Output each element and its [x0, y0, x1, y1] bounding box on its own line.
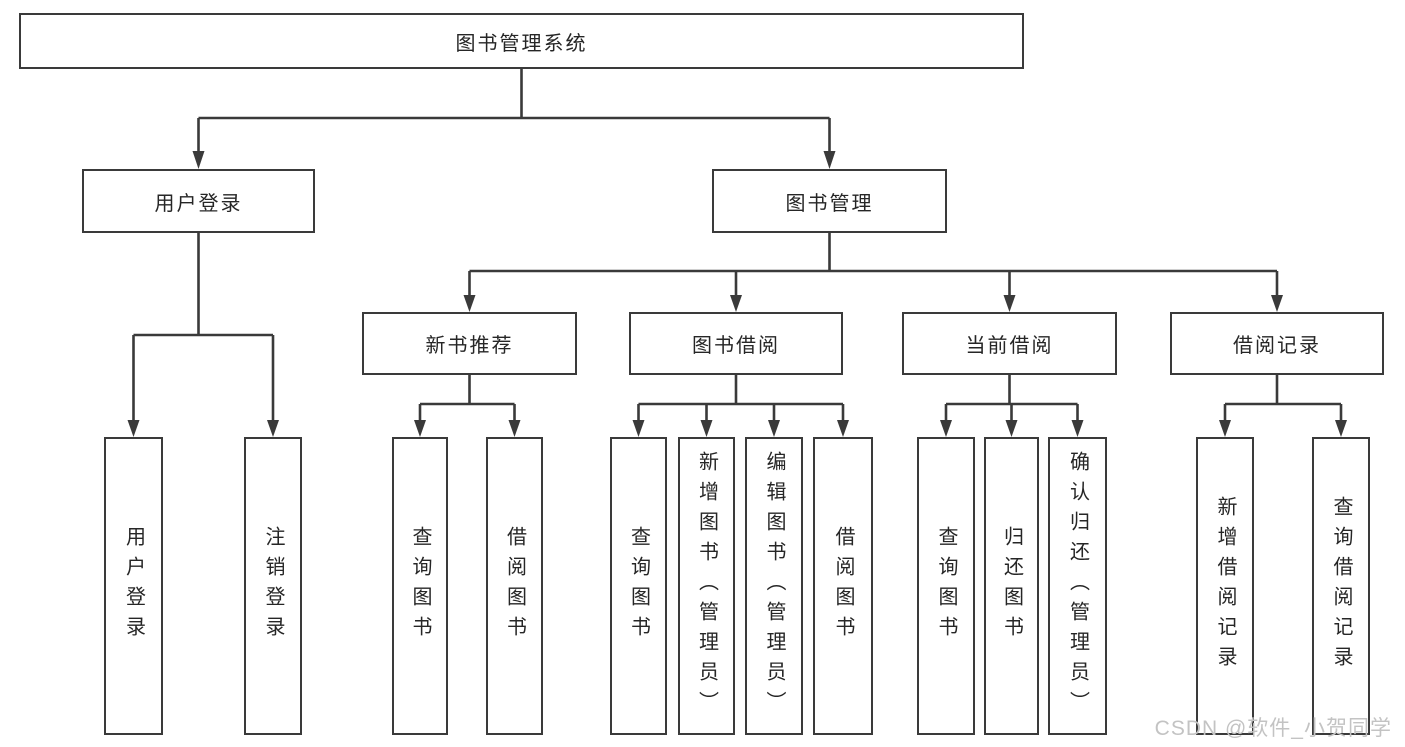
leaf-borrow-query: 查询图书 [610, 437, 667, 735]
connector-newbooks-to-leaves [418, 375, 516, 421]
leaf-newbooks-borrow: 借阅图书 [486, 437, 543, 735]
node-current-borrow: 当前借阅 [902, 312, 1117, 375]
connector-root-to-level2 [197, 69, 831, 152]
node-new-books: 新书推荐 [362, 312, 577, 375]
arrowheads [127, 151, 1347, 437]
leaf-current-confirm-return: 确认归还（管理员） [1048, 437, 1107, 735]
node-book-borrow-label: 图书借阅 [692, 335, 780, 357]
leaf-current-return: 归还图书 [984, 437, 1039, 735]
connector-records-to-leaves [1223, 375, 1343, 421]
leaf-current-query: 查询图书 [917, 437, 975, 735]
leaf-borrow-query-label: 查询图书 [627, 526, 650, 646]
leaf-current-query-label: 查询图书 [935, 526, 957, 646]
node-user-login-label: 用户登录 [154, 192, 243, 215]
leaf-newbooks-query-label: 查询图书 [409, 526, 431, 646]
node-book-mgmt-label: 图书管理 [785, 192, 874, 215]
leaf-borrow-edit-book: 编辑图书（管理员） [745, 437, 803, 735]
connector-currentborrow-to-leaves [944, 375, 1079, 421]
leaf-borrow-add-book: 新增图书（管理员） [678, 437, 735, 735]
leaf-logout-label: 注销登录 [262, 526, 284, 646]
node-borrow-records: 借阅记录 [1170, 312, 1384, 375]
node-root-label: 图书管理系统 [455, 32, 588, 55]
leaf-newbooks-query: 查询图书 [392, 437, 448, 735]
node-new-books-label: 新书推荐 [425, 335, 514, 357]
leaf-records-query-label: 查询借阅记录 [1330, 496, 1352, 676]
leaf-logout: 注销登录 [244, 437, 302, 735]
leaf-current-confirm-return-label: 确认归还（管理员） [1066, 451, 1089, 721]
node-borrow-records-label: 借阅记录 [1233, 335, 1321, 357]
node-root: 图书管理系统 [19, 13, 1024, 69]
node-book-borrow: 图书借阅 [629, 312, 843, 375]
node-book-mgmt: 图书管理 [712, 169, 947, 233]
leaf-newbooks-borrow-label: 借阅图书 [503, 526, 526, 646]
leaf-borrow-edit-book-label: 编辑图书（管理员） [763, 451, 785, 721]
leaf-borrow-borrow-book-label: 借阅图书 [832, 526, 854, 646]
connector-userlogin-to-leaves [132, 233, 275, 421]
leaf-records-add: 新增借阅记录 [1196, 437, 1254, 735]
csdn-watermark: CSDN @软件_小贺同学 [1154, 717, 1392, 740]
leaf-user-login: 用户登录 [104, 437, 163, 735]
leaf-borrow-borrow-book: 借阅图书 [813, 437, 873, 735]
node-user-login: 用户登录 [82, 169, 315, 233]
leaf-records-add-label: 新增借阅记录 [1214, 496, 1236, 676]
connector-bookborrow-to-leaves [637, 375, 845, 421]
leaf-current-return-label: 归还图书 [1000, 526, 1023, 646]
leaf-user-login-label: 用户登录 [122, 526, 145, 646]
leaf-borrow-add-book-label: 新增图书（管理员） [695, 451, 718, 721]
connector-bookmgmt-to-level3 [468, 233, 1279, 297]
node-current-borrow-label: 当前借阅 [965, 335, 1054, 357]
leaf-records-query: 查询借阅记录 [1312, 437, 1370, 735]
